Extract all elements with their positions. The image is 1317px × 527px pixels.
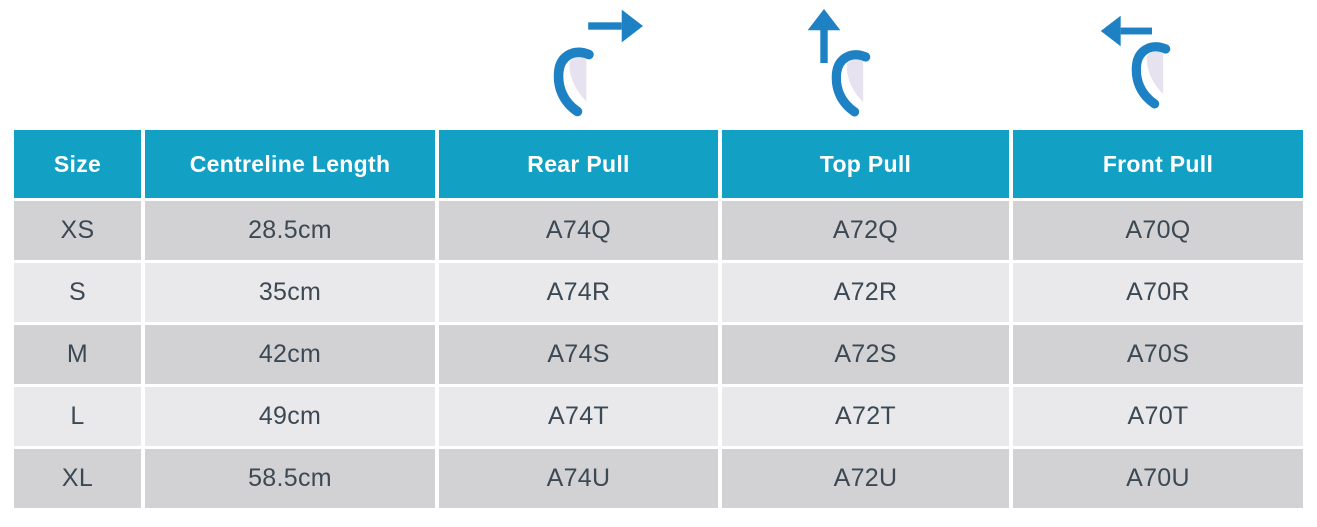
cell-front-pull-code: A70S [1013,325,1303,384]
cell-front-pull-code: A70R [1013,263,1303,322]
cell-top-pull-code: A72S [722,325,1009,384]
cell-front-pull-code: A70T [1013,387,1303,446]
arrow-right-icon [588,9,643,43]
cell-size: S [14,263,141,322]
cell-centreline-length: 35cm [145,263,435,322]
cell-rear-pull-code: A74Q [439,201,718,260]
cell-size: L [14,387,141,446]
cell-front-pull-code: A70U [1013,449,1303,508]
size-chart-table: Size Centreline Length Rear Pull Top Pul… [14,130,1303,508]
cell-centreline-length: 58.5cm [145,449,435,508]
cell-rear-pull-code: A74U [439,449,718,508]
column-header-front-pull: Front Pull [1013,130,1303,198]
cell-top-pull-code: A72U [722,449,1009,508]
cell-size: M [14,325,141,384]
cell-top-pull-code: A72Q [722,201,1009,260]
column-header-top-pull: Top Pull [722,130,1009,198]
cell-rear-pull-code: A74R [439,263,718,322]
rear-pull-icon [548,6,644,118]
cell-centreline-length: 28.5cm [145,201,435,260]
arrow-left-icon [1100,15,1152,47]
column-header-size: Size [14,130,141,198]
pull-tab-hook-icon [553,47,594,117]
column-header-rear-pull: Rear Pull [439,130,718,198]
front-pull-icon [1098,10,1190,112]
pull-tab-hook-icon [831,50,871,117]
cell-centreline-length: 49cm [145,387,435,446]
cell-top-pull-code: A72R [722,263,1009,322]
pull-tab-hook-icon [1131,42,1171,109]
cell-centreline-length: 42cm [145,325,435,384]
cell-size: XL [14,449,141,508]
cell-top-pull-code: A72T [722,387,1009,446]
cell-size: XS [14,201,141,260]
cell-front-pull-code: A70Q [1013,201,1303,260]
cell-rear-pull-code: A74T [439,387,718,446]
arrow-up-icon [807,9,841,64]
cell-rear-pull-code: A74S [439,325,718,384]
column-header-centreline-length: Centreline Length [145,130,435,198]
top-pull-icon [802,6,890,118]
